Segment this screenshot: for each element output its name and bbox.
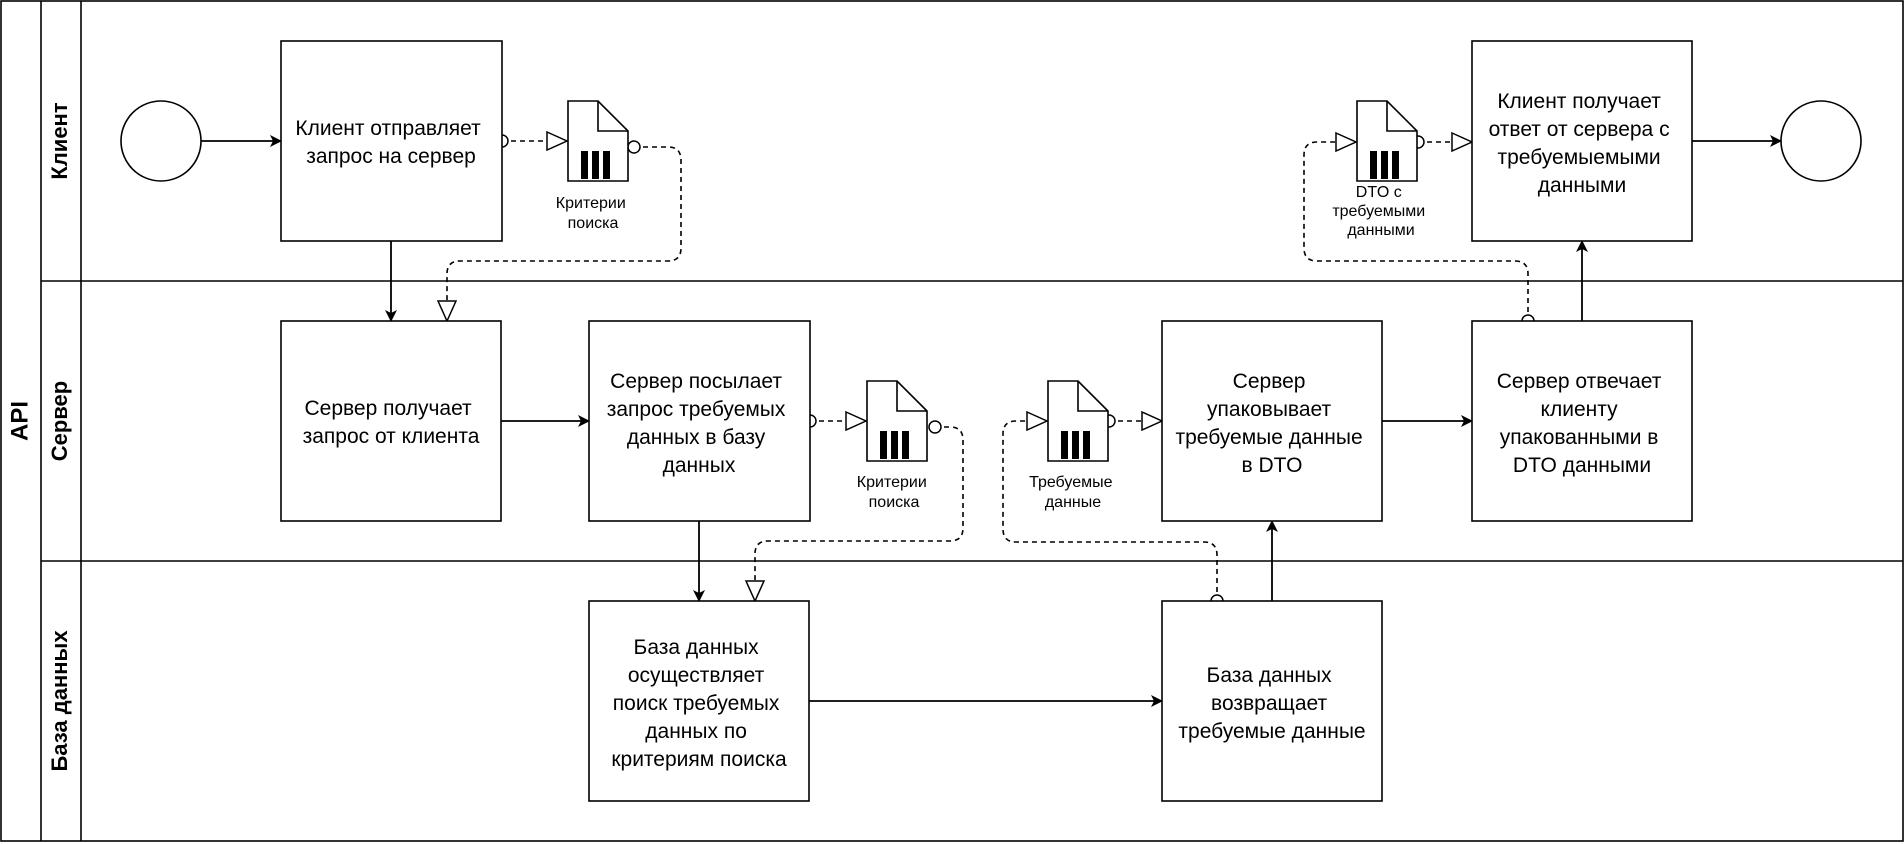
data-object-search-criteria-1[interactable]: Критерии поиска bbox=[556, 100, 630, 232]
sequence-flows bbox=[201, 135, 1782, 707]
data-object-label: Критерии поиска bbox=[556, 195, 630, 232]
lane-label-db: База данных bbox=[47, 630, 72, 772]
data-object-label: Критерии поиска bbox=[857, 474, 931, 511]
task-label: Клиент получает ответ от сервера с требу… bbox=[1489, 90, 1676, 197]
data-object-required-data[interactable]: Требуемые данные bbox=[1029, 380, 1117, 511]
pool-label: API bbox=[6, 401, 33, 441]
task-db-returns-data[interactable]: База данных возвращает требуемые данные bbox=[1161, 600, 1383, 802]
data-object-dto[interactable]: DTO с требуемыми данными bbox=[1332, 100, 1429, 239]
task-label: Сервер упаковывает требуемые данные в DT… bbox=[1175, 370, 1368, 477]
task-server-receives-request[interactable]: Сервер получает запрос от клиента bbox=[280, 320, 502, 522]
task-client-sends-request[interactable]: Клиент отправляет запрос на сервер bbox=[280, 40, 503, 242]
data-associations bbox=[447, 141, 1528, 601]
lane-label-client: Клиент bbox=[47, 102, 72, 179]
assoc-t5-to-d3 bbox=[1002, 421, 1217, 601]
task-server-packs-dto[interactable]: Сервер упаковывает требуемые данные в DT… bbox=[1161, 320, 1383, 522]
task-label: База данных возвращает требуемые данные bbox=[1178, 664, 1365, 743]
task-label: База данных осуществляет поиск требуемых… bbox=[611, 636, 787, 771]
data-object-label: Требуемые данные bbox=[1029, 474, 1117, 511]
assoc-t7-to-d4 bbox=[1303, 142, 1528, 321]
data-object-label: DTO с требуемыми данными bbox=[1332, 184, 1429, 239]
task-server-queries-db[interactable]: Сервер посылает запрос требуемых данных … bbox=[588, 320, 811, 522]
task-db-searches-data[interactable]: База данных осуществляет поиск требуемых… bbox=[588, 600, 810, 802]
task-label: Сервер посылает запрос требуемых данных … bbox=[607, 370, 792, 477]
data-object-search-criteria-2[interactable]: Критерии поиска bbox=[857, 380, 931, 511]
task-label: Сервер отвечает клиенту упакованными в D… bbox=[1497, 370, 1667, 477]
assoc-d1-to-t2 bbox=[447, 147, 682, 321]
task-label: Сервер получает запрос от клиента bbox=[303, 397, 480, 448]
task-label: Клиент отправляет запрос на сервер bbox=[295, 117, 486, 168]
start-event[interactable] bbox=[120, 100, 202, 182]
task-client-receives-response[interactable]: Клиент получает ответ от сервера с требу… bbox=[1471, 40, 1693, 242]
lane-label-server: Сервер bbox=[47, 381, 72, 461]
task-server-responds[interactable]: Сервер отвечает клиенту упакованными в D… bbox=[1471, 320, 1693, 522]
end-event[interactable] bbox=[1780, 100, 1862, 182]
